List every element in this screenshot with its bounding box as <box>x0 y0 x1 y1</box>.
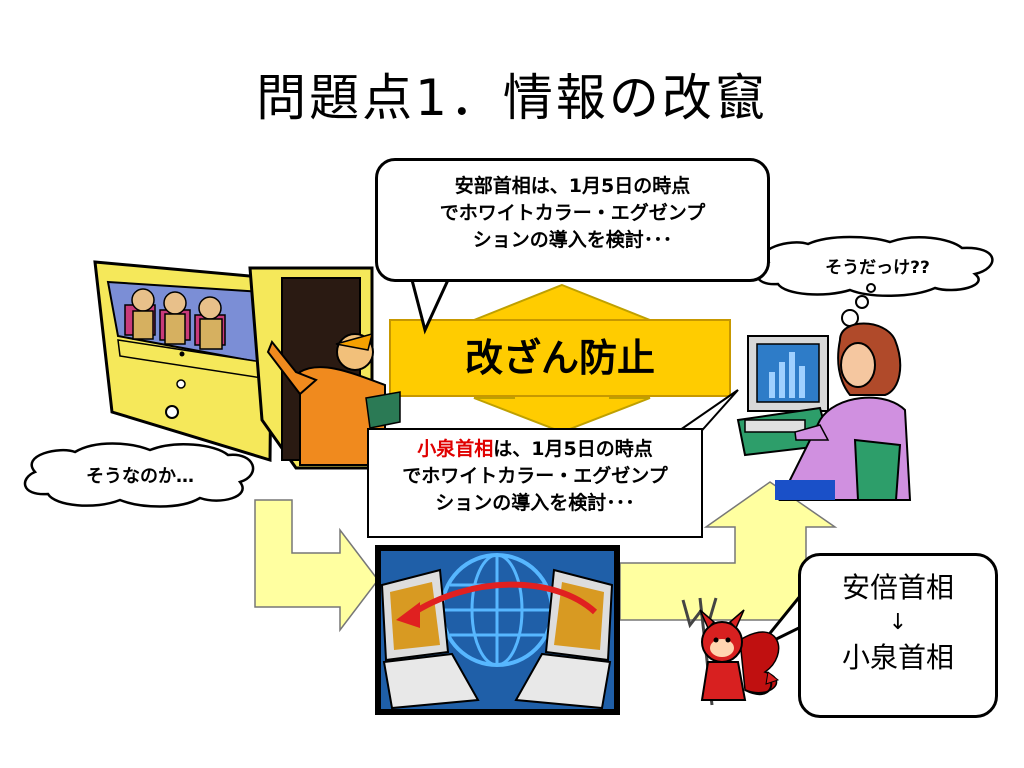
speech-top-line3: ションの導入を検討･･･ <box>472 229 673 251</box>
theater-clipart-icon <box>93 260 401 470</box>
devil-clipart-icon <box>681 597 780 706</box>
speech-top-line1: 安部首相は、1月5日の時点 <box>454 175 691 197</box>
speech-top-line2: でホワイトカラー・エグゼンプ <box>439 202 706 224</box>
speech-mid-highlight: 小泉首相 <box>417 438 494 460</box>
speech-mid-line2: でホワイトカラー・エグゼンプ <box>402 465 668 487</box>
tamper-prevention-label: 改ざん防止 <box>464 336 655 380</box>
speech-box-middle: 小泉首相は、1月5日の時点 でホワイトカラー・エグゼンプ ションの導入を検討･･… <box>367 428 703 538</box>
devil-speech-box: 安倍首相 ↓ 小泉首相 <box>798 553 998 718</box>
speech-bubble-top: 安部首相は、1月5日の時点 でホワイトカラー・エグゼンプ ションの導入を検討･･… <box>375 158 770 282</box>
flow-arrow-right <box>619 481 838 621</box>
cloud-right-text: そうだっけ?? <box>825 258 930 278</box>
flow-arrow-left <box>254 499 379 633</box>
devil-box-line1: 安倍首相 <box>841 571 954 604</box>
page-title: 問題点1．情報の改竄 <box>256 69 768 127</box>
cloud-left-shape <box>23 442 255 508</box>
thought-dot-1 <box>866 283 876 293</box>
woman-computer-clipart-icon <box>736 322 912 501</box>
devil-box-line2: 小泉首相 <box>841 641 954 674</box>
cloud-left-text: そうなのか… <box>86 466 194 487</box>
network-tamper-clipart-icon <box>375 545 620 715</box>
speech-mid-line1-rest: は、1月5日の時点 <box>493 438 653 460</box>
tamper-prevention-double-arrow <box>389 283 731 434</box>
cloud-right-shape <box>756 235 994 297</box>
speech-mid-line3: ションの導入を検討･･･ <box>435 492 635 514</box>
speech-mid-line1: 小泉首相は、1月5日の時点 <box>369 436 701 463</box>
thought-dot-2 <box>855 295 869 309</box>
devil-box-arrow: ↓ <box>888 610 908 635</box>
